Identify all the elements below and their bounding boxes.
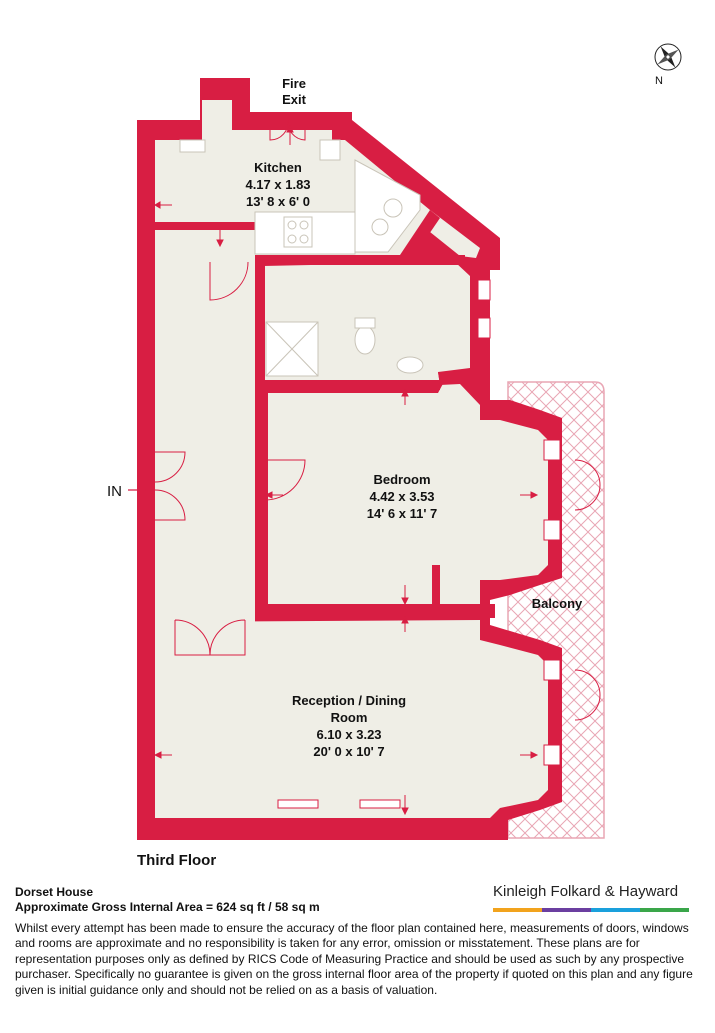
compass-north-label: N [655, 75, 663, 87]
kitchen-name: Kitchen [254, 160, 302, 175]
reception-metric: 6.10 x 3.23 [316, 727, 381, 742]
bedroom-metric: 4.42 x 3.53 [369, 489, 434, 504]
brand-stripe-segment [542, 908, 591, 912]
bedroom-imperial: 14' 6 x 11' 7 [367, 506, 438, 521]
windows [277, 279, 561, 809]
brand-stripe-segment [493, 908, 542, 912]
sink-icon [371, 198, 403, 236]
reception-imperial: 20' 0 x 10' 7 [313, 744, 384, 759]
balcony-name: Balcony [532, 596, 583, 611]
brand-logo: Kinleigh Folkard & Hayward [493, 883, 689, 912]
doors [154, 112, 601, 721]
reception-name-1: Reception / Dining [292, 693, 406, 708]
dimension-arrows [153, 124, 539, 816]
hob-icon [283, 216, 313, 248]
brand-stripe-segment [640, 908, 689, 912]
fire-exit-label-2: Exit [282, 92, 307, 107]
kitchen-imperial: 13' 8 x 6' 0 [246, 194, 310, 209]
reception-name-2: Room [331, 710, 368, 725]
entrance-label: IN [107, 483, 122, 500]
disclaimer-text: Whilst every attempt has been made to en… [15, 921, 693, 997]
bathroom-fixtures [265, 317, 424, 377]
compass-icon [654, 43, 682, 71]
floor-plan: Fire Exit Kitchen 4.17 x 1.83 13' 8 x 6'… [107, 43, 682, 840]
basin-icon [396, 356, 424, 374]
kitchen-metric: 4.17 x 1.83 [245, 177, 310, 192]
entrance-arrow-icon [128, 483, 146, 497]
brand-name: Kinleigh Folkard & Hayward [493, 883, 679, 900]
brand-stripe-segment [591, 908, 640, 912]
gross-area: Approximate Gross Internal Area = 624 sq… [15, 900, 320, 914]
kitchen-fixtures [179, 139, 421, 255]
bedroom-name: Bedroom [373, 472, 430, 487]
brand-stripe [493, 908, 689, 912]
floor-title: Third Floor [137, 852, 217, 869]
toilet-icon [354, 325, 376, 355]
fire-exit-label-1: Fire [282, 76, 306, 91]
footer-info: Dorset House Approximate Gross Internal … [15, 885, 705, 915]
property-name: Dorset House [15, 885, 94, 899]
